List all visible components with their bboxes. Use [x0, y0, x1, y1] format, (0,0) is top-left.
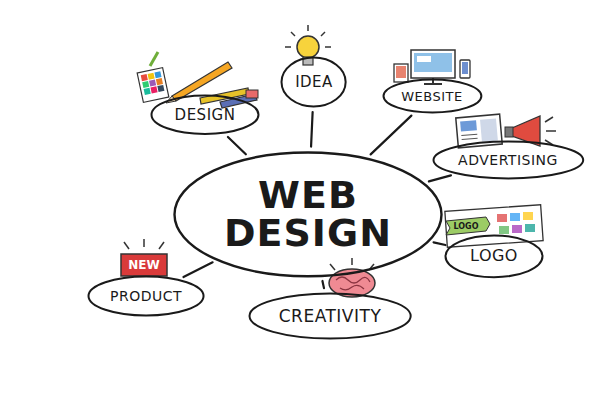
new-sign-icon [121, 239, 167, 276]
branch-line [311, 112, 313, 147]
topic-ellipse: ADVERTISING [432, 140, 585, 180]
branch-line [434, 242, 446, 245]
topic-ellipse: LOGO [444, 234, 544, 279]
branch-line [429, 175, 451, 181]
main-title-text: WEB DESIGN [224, 176, 392, 252]
topic-text: IDEA [295, 73, 333, 91]
topic-ellipse: DESIGN [150, 94, 260, 135]
branch-line [228, 137, 246, 154]
brain-icon [329, 258, 375, 297]
topic-text: ADVERTISING [458, 152, 558, 168]
topic-text: LOGO [470, 246, 518, 265]
branch-line [184, 262, 213, 277]
central-ellipse: WEB DESIGN [173, 151, 443, 278]
logo-badge-text: LOGO [454, 222, 479, 231]
topic-ellipse: CREATIVITY [248, 292, 412, 340]
topic-text: WEBSITE [401, 89, 463, 104]
topic-text: PRODUCT [110, 288, 182, 304]
branch-line [371, 116, 412, 155]
topic-ellipse: PRODUCT [87, 275, 205, 317]
topic-ellipse: IDEA [280, 56, 347, 108]
topic-ellipse: WEBSITE [382, 78, 483, 114]
branch-line [322, 281, 324, 288]
topic-text: CREATIVITY [279, 306, 382, 326]
sign-text: NEW [128, 258, 159, 272]
topic-text: DESIGN [175, 106, 236, 124]
